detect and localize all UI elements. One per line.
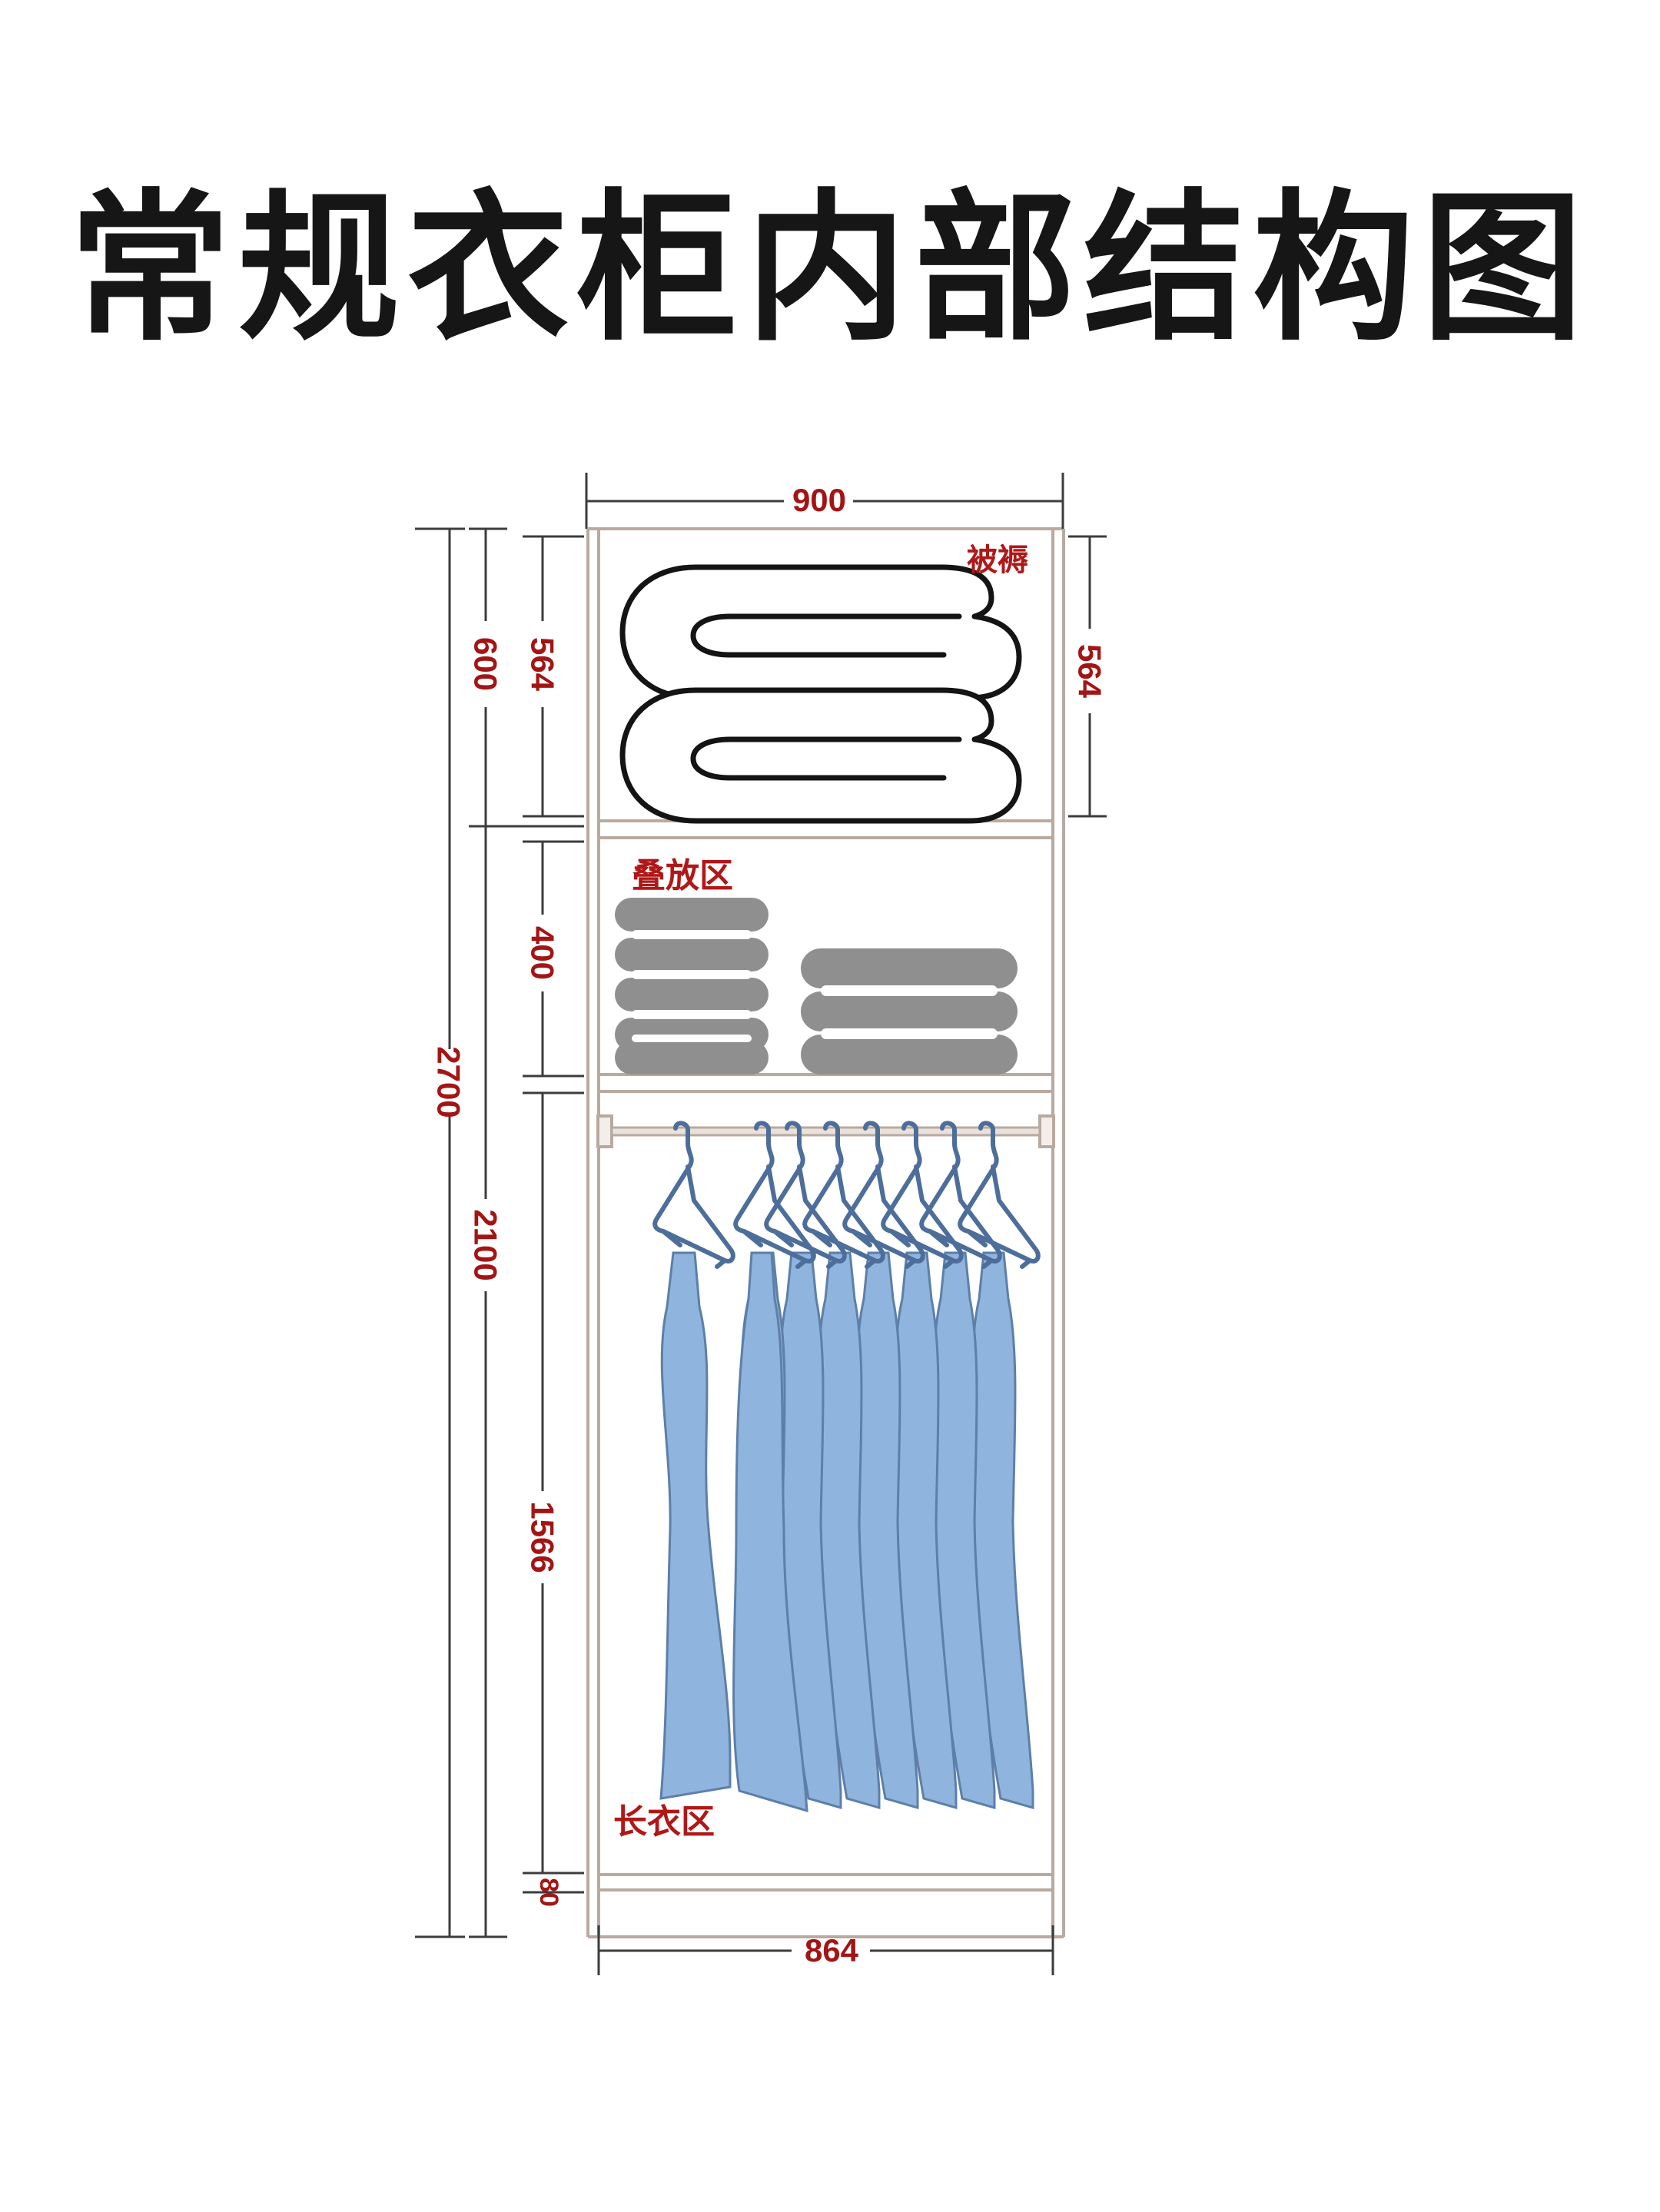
- zone-label-fold: 叠放区: [632, 856, 733, 895]
- hanging-clothes: [659, 1251, 1034, 1813]
- folded-stack-right: [801, 948, 1018, 1074]
- page-title: 常规衣柜内部结构图: [68, 174, 1591, 363]
- folded-stack-left: [615, 898, 769, 1074]
- folded-item: [615, 978, 769, 1011]
- dim-top-section: 600: [468, 637, 504, 691]
- folded-clothes: [615, 898, 1018, 1074]
- hanging-garment: [659, 1251, 732, 1800]
- folded-item: [801, 948, 1018, 988]
- hanging-rod: [596, 1114, 1055, 1148]
- dim-fold-inner: 400: [525, 926, 561, 980]
- zone-label-quilt: 被褥: [967, 543, 1028, 578]
- quilt-stack: [619, 564, 1022, 824]
- dim-hang-inner: 1566: [525, 1501, 561, 1573]
- hanger-icon: [845, 1123, 923, 1267]
- dim-quilt-inner-right: 564: [1072, 644, 1108, 699]
- quilt-bottom: [619, 687, 1022, 824]
- quilt-bottom-fold-line: [690, 736, 962, 781]
- fold-shelf: [597, 1073, 1054, 1093]
- folded-item: [801, 1035, 1018, 1074]
- hangers: [655, 1123, 1038, 1267]
- dim-plinth: 80: [534, 1878, 563, 1907]
- hanger-icon: [960, 1123, 1038, 1267]
- hanging-garment: [732, 1251, 808, 1813]
- dim-total-height: 2700: [431, 1046, 467, 1118]
- folded-item: [615, 898, 769, 932]
- hanger-icon: [655, 1123, 733, 1267]
- rod-bracket-right: [1038, 1114, 1055, 1148]
- dim-hanging-section: 2100: [468, 1209, 504, 1280]
- quilt-top-fold-line: [690, 613, 962, 658]
- dimension-lines: [415, 473, 1107, 1975]
- folded-item: [615, 1041, 769, 1074]
- hanger-icon: [883, 1123, 961, 1267]
- quilt-top: [619, 564, 1022, 701]
- dim-quilt-inner: 564: [525, 637, 561, 692]
- hanger-icon: [921, 1123, 1000, 1267]
- dim-bottom-width: 864: [805, 1932, 859, 1968]
- folded-item: [801, 991, 1018, 1031]
- rod-bracket-left: [596, 1114, 613, 1148]
- zone-label-hang: 长衣区: [613, 1802, 715, 1842]
- folded-item: [615, 938, 769, 971]
- bottom-panel: [597, 1873, 1054, 1891]
- dim-top-width: 900: [792, 482, 846, 518]
